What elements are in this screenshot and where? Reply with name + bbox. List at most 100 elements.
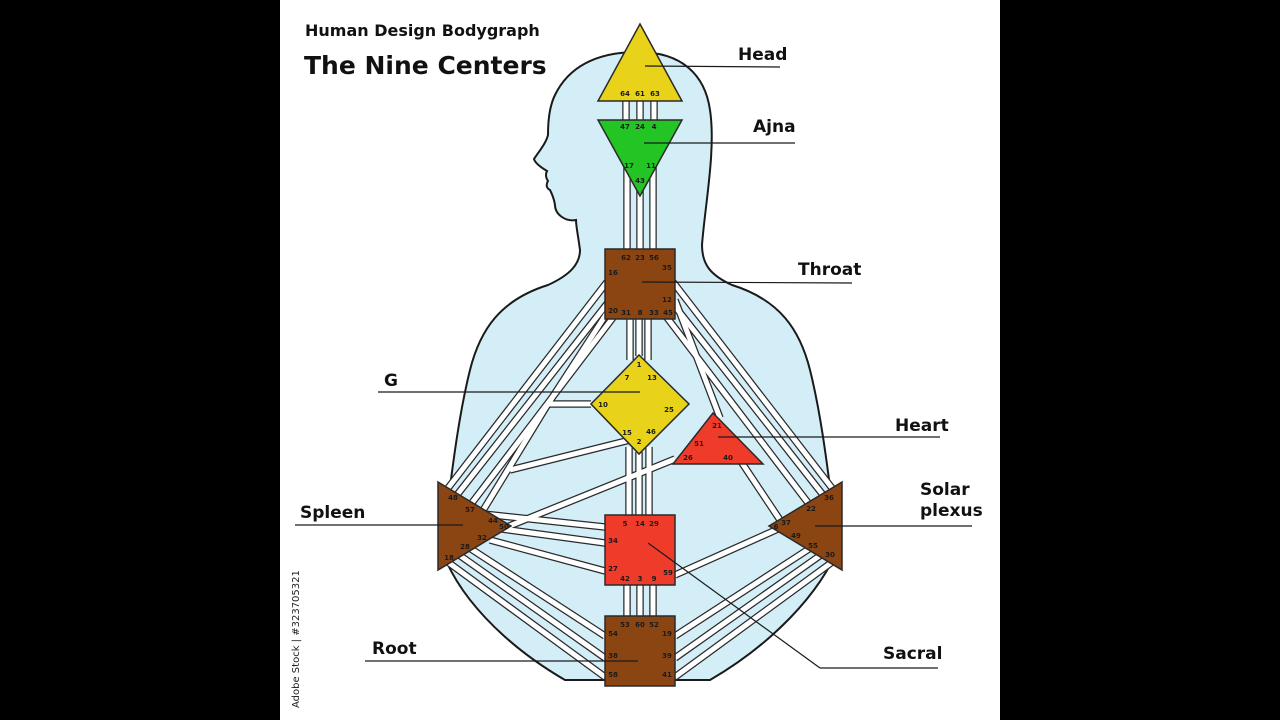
ajna-label: Ajna xyxy=(753,117,796,137)
channels xyxy=(442,101,838,681)
gate-label: 63 xyxy=(650,90,660,98)
channel-fill xyxy=(453,549,607,661)
gate-label: 21 xyxy=(712,422,722,430)
diagram-subtitle: Human Design Bodygraph xyxy=(305,21,540,40)
gate-label: 40 xyxy=(723,454,733,462)
gate-label: 49 xyxy=(791,532,801,540)
gate-label: 18 xyxy=(444,554,454,562)
gate-label: 44 xyxy=(488,517,498,525)
gate-label: 54 xyxy=(608,630,618,638)
gate-label: 41 xyxy=(662,671,672,679)
head-leader-line xyxy=(644,65,781,68)
g-gates: 1 7 13 10 25 15 46 2 xyxy=(598,361,674,446)
spleen-gates: 48 57 44 50 32 28 18 xyxy=(444,494,509,562)
ajna-gates: 47 24 4 17 11 43 xyxy=(620,123,656,185)
gate-label: 6 xyxy=(774,523,779,531)
channel-fill xyxy=(673,549,827,661)
heart-label: Heart xyxy=(895,416,949,436)
gate-label: 31 xyxy=(621,309,631,317)
solar-plexus-label-line1: Solar xyxy=(920,480,970,500)
gate-label: 13 xyxy=(647,374,657,382)
gate-label: 7 xyxy=(625,374,630,382)
gate-label: 32 xyxy=(477,534,487,542)
channel-fill xyxy=(443,557,607,680)
gate-label: 29 xyxy=(649,520,659,528)
spleen-center xyxy=(437,480,513,572)
ajna-center xyxy=(596,119,684,198)
channel-fill xyxy=(663,313,817,514)
leader-lines xyxy=(295,65,972,669)
gate-label: 4 xyxy=(652,123,657,131)
root-center xyxy=(604,615,676,687)
throat-center xyxy=(604,248,676,320)
gate-label: 50 xyxy=(499,523,509,531)
gate-label: 5 xyxy=(623,520,628,528)
gate-label: 25 xyxy=(664,406,674,414)
solar-plexus-label-line2: plexus xyxy=(920,501,983,521)
gate-label: 1 xyxy=(637,361,642,369)
channel-fill xyxy=(737,458,783,522)
head-label: Head xyxy=(738,45,787,65)
channel-fill xyxy=(673,557,837,680)
throat-leader-line xyxy=(641,281,853,284)
channel-fill xyxy=(489,537,606,574)
gate-label: 53 xyxy=(620,621,630,629)
gate-label: 61 xyxy=(635,90,645,98)
sacral-gates: 5 14 29 34 27 59 42 3 9 xyxy=(608,520,673,583)
channel-fill xyxy=(443,280,609,494)
gate-label: 38 xyxy=(608,652,618,660)
g-center xyxy=(589,353,691,456)
heart-center xyxy=(671,411,765,465)
throat-label: Throat xyxy=(798,260,861,280)
gate-label: 56 xyxy=(649,254,659,262)
channel-fill xyxy=(501,526,606,546)
bodygraph-diagram: 64 61 63 47 24 4 17 11 43 62 23 56 16 35… xyxy=(291,21,983,708)
gate-label: 26 xyxy=(683,454,693,462)
gate-label: 9 xyxy=(652,575,657,583)
gate-label: 46 xyxy=(646,428,656,436)
gate-label: 10 xyxy=(598,401,608,409)
stock-credit: Adobe Stock | #323705321 xyxy=(291,570,302,708)
root-label: Root xyxy=(372,639,417,659)
gate-label: 22 xyxy=(806,505,816,513)
gate-label: 17 xyxy=(624,162,634,170)
gate-label: 15 xyxy=(622,429,632,437)
gate-label: 14 xyxy=(635,520,645,528)
spleen-label: Spleen xyxy=(300,503,365,523)
channel-fill xyxy=(463,542,607,639)
channel-fill xyxy=(672,299,723,419)
throat-gates: 62 23 56 16 35 12 20 31 8 33 45 xyxy=(608,254,673,317)
channel-fill xyxy=(451,298,612,502)
sacral-leader-line xyxy=(647,542,821,669)
solar-plexus-gates: 36 22 6 37 49 55 30 xyxy=(774,494,835,559)
root-gates: 53 60 52 54 19 38 39 58 41 xyxy=(608,621,672,679)
diagram-title: The Nine Centers xyxy=(304,51,547,80)
head-gates: 64 61 63 xyxy=(620,90,660,98)
gate-label: 3 xyxy=(638,575,643,583)
gate-label: 20 xyxy=(608,307,618,315)
gate-label: 34 xyxy=(608,537,618,545)
gate-label: 30 xyxy=(825,551,835,559)
gate-label: 51 xyxy=(694,440,704,448)
gate-label: 39 xyxy=(662,652,672,660)
channel-fill xyxy=(671,280,837,494)
channel-fill xyxy=(668,298,829,502)
gate-label: 36 xyxy=(824,494,834,502)
gate-label: 24 xyxy=(635,123,645,131)
gate-label: 19 xyxy=(662,630,672,638)
gate-label: 42 xyxy=(620,575,630,583)
gate-label: 37 xyxy=(781,519,791,527)
sacral-center xyxy=(604,514,676,586)
gate-label: 47 xyxy=(620,123,630,131)
heart-gates: 21 51 26 40 xyxy=(683,422,733,462)
gate-label: 64 xyxy=(620,90,630,98)
gate-label: 28 xyxy=(460,543,470,551)
channel-fill xyxy=(509,437,631,473)
channel-fill xyxy=(545,311,610,406)
bodygraph-canvas: 64 61 63 47 24 4 17 11 43 62 23 56 16 35… xyxy=(280,0,1000,720)
gate-label: 45 xyxy=(663,309,673,317)
gate-label: 57 xyxy=(465,506,475,514)
sacral-label: Sacral xyxy=(883,644,942,664)
gate-label: 11 xyxy=(646,162,656,170)
gate-label: 35 xyxy=(662,264,672,272)
